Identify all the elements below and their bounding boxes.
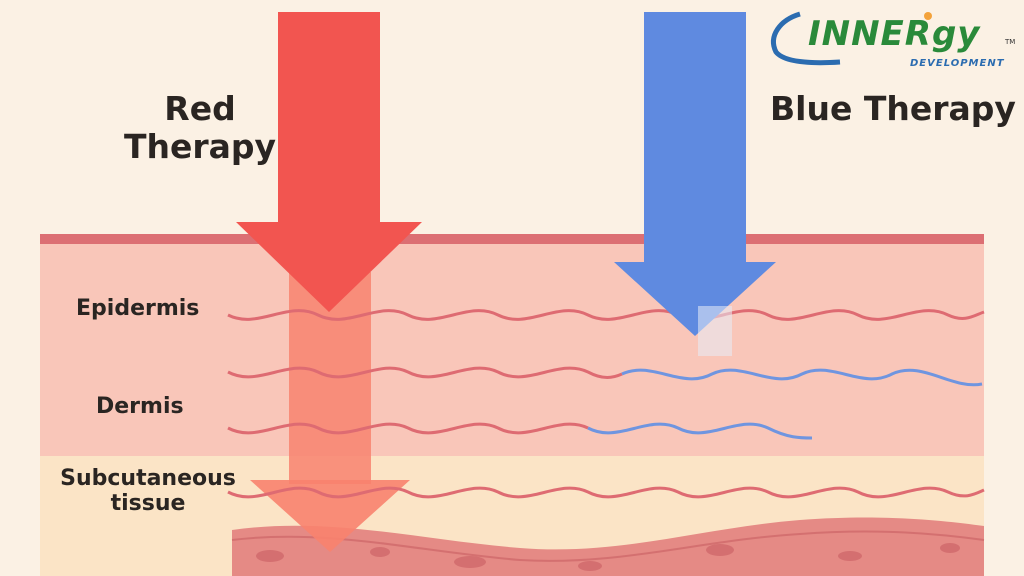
tissue-cell (706, 544, 734, 556)
epidermis-dermis-layer (40, 244, 984, 456)
subcutaneous-label: Subcutaneous tissue (60, 466, 236, 517)
epidermis-label: Epidermis (76, 296, 200, 321)
blue-wave-dermis-1 (621, 368, 983, 387)
red-wave-dermis-1 (227, 366, 623, 379)
blue-wave-dermis-2 (587, 422, 813, 440)
blue-therapy-title: Blue Therapy (770, 89, 1016, 128)
tissue-cell (256, 550, 284, 562)
red-wave-dermis-2 (227, 422, 589, 435)
blue-arrow-glow (698, 306, 732, 356)
tissue-band-highlight (231, 530, 985, 562)
red-arrow-shaft (278, 12, 380, 224)
tissue-cell (370, 547, 390, 557)
innergy-logo: INNERgy TM DEVELOPMENT (770, 8, 1020, 78)
red-therapy-title: Red Therapy (123, 89, 277, 166)
logo-swoosh (771, 11, 841, 66)
red-wave-subcutaneous (227, 486, 985, 499)
red-beam-arrowhead (250, 480, 410, 552)
blue-arrow-shaft (644, 12, 746, 264)
logo-trademark: TM (1005, 38, 1016, 46)
red-wave-epidermis (227, 309, 985, 321)
blue-arrow-head (614, 262, 776, 336)
skin-surface-line (40, 234, 984, 244)
logo-star-icon (924, 12, 932, 20)
logo-tagline: DEVELOPMENT (910, 58, 1005, 69)
dermis-label: Dermis (96, 394, 184, 419)
tissue-cell (578, 561, 602, 571)
logo-name: INNERgy (808, 14, 981, 54)
tissue-cell (454, 556, 486, 568)
tissue-cell (838, 551, 862, 561)
red-arrow-head (236, 222, 422, 312)
tissue-band (232, 517, 984, 576)
tissue-cell (940, 543, 960, 553)
